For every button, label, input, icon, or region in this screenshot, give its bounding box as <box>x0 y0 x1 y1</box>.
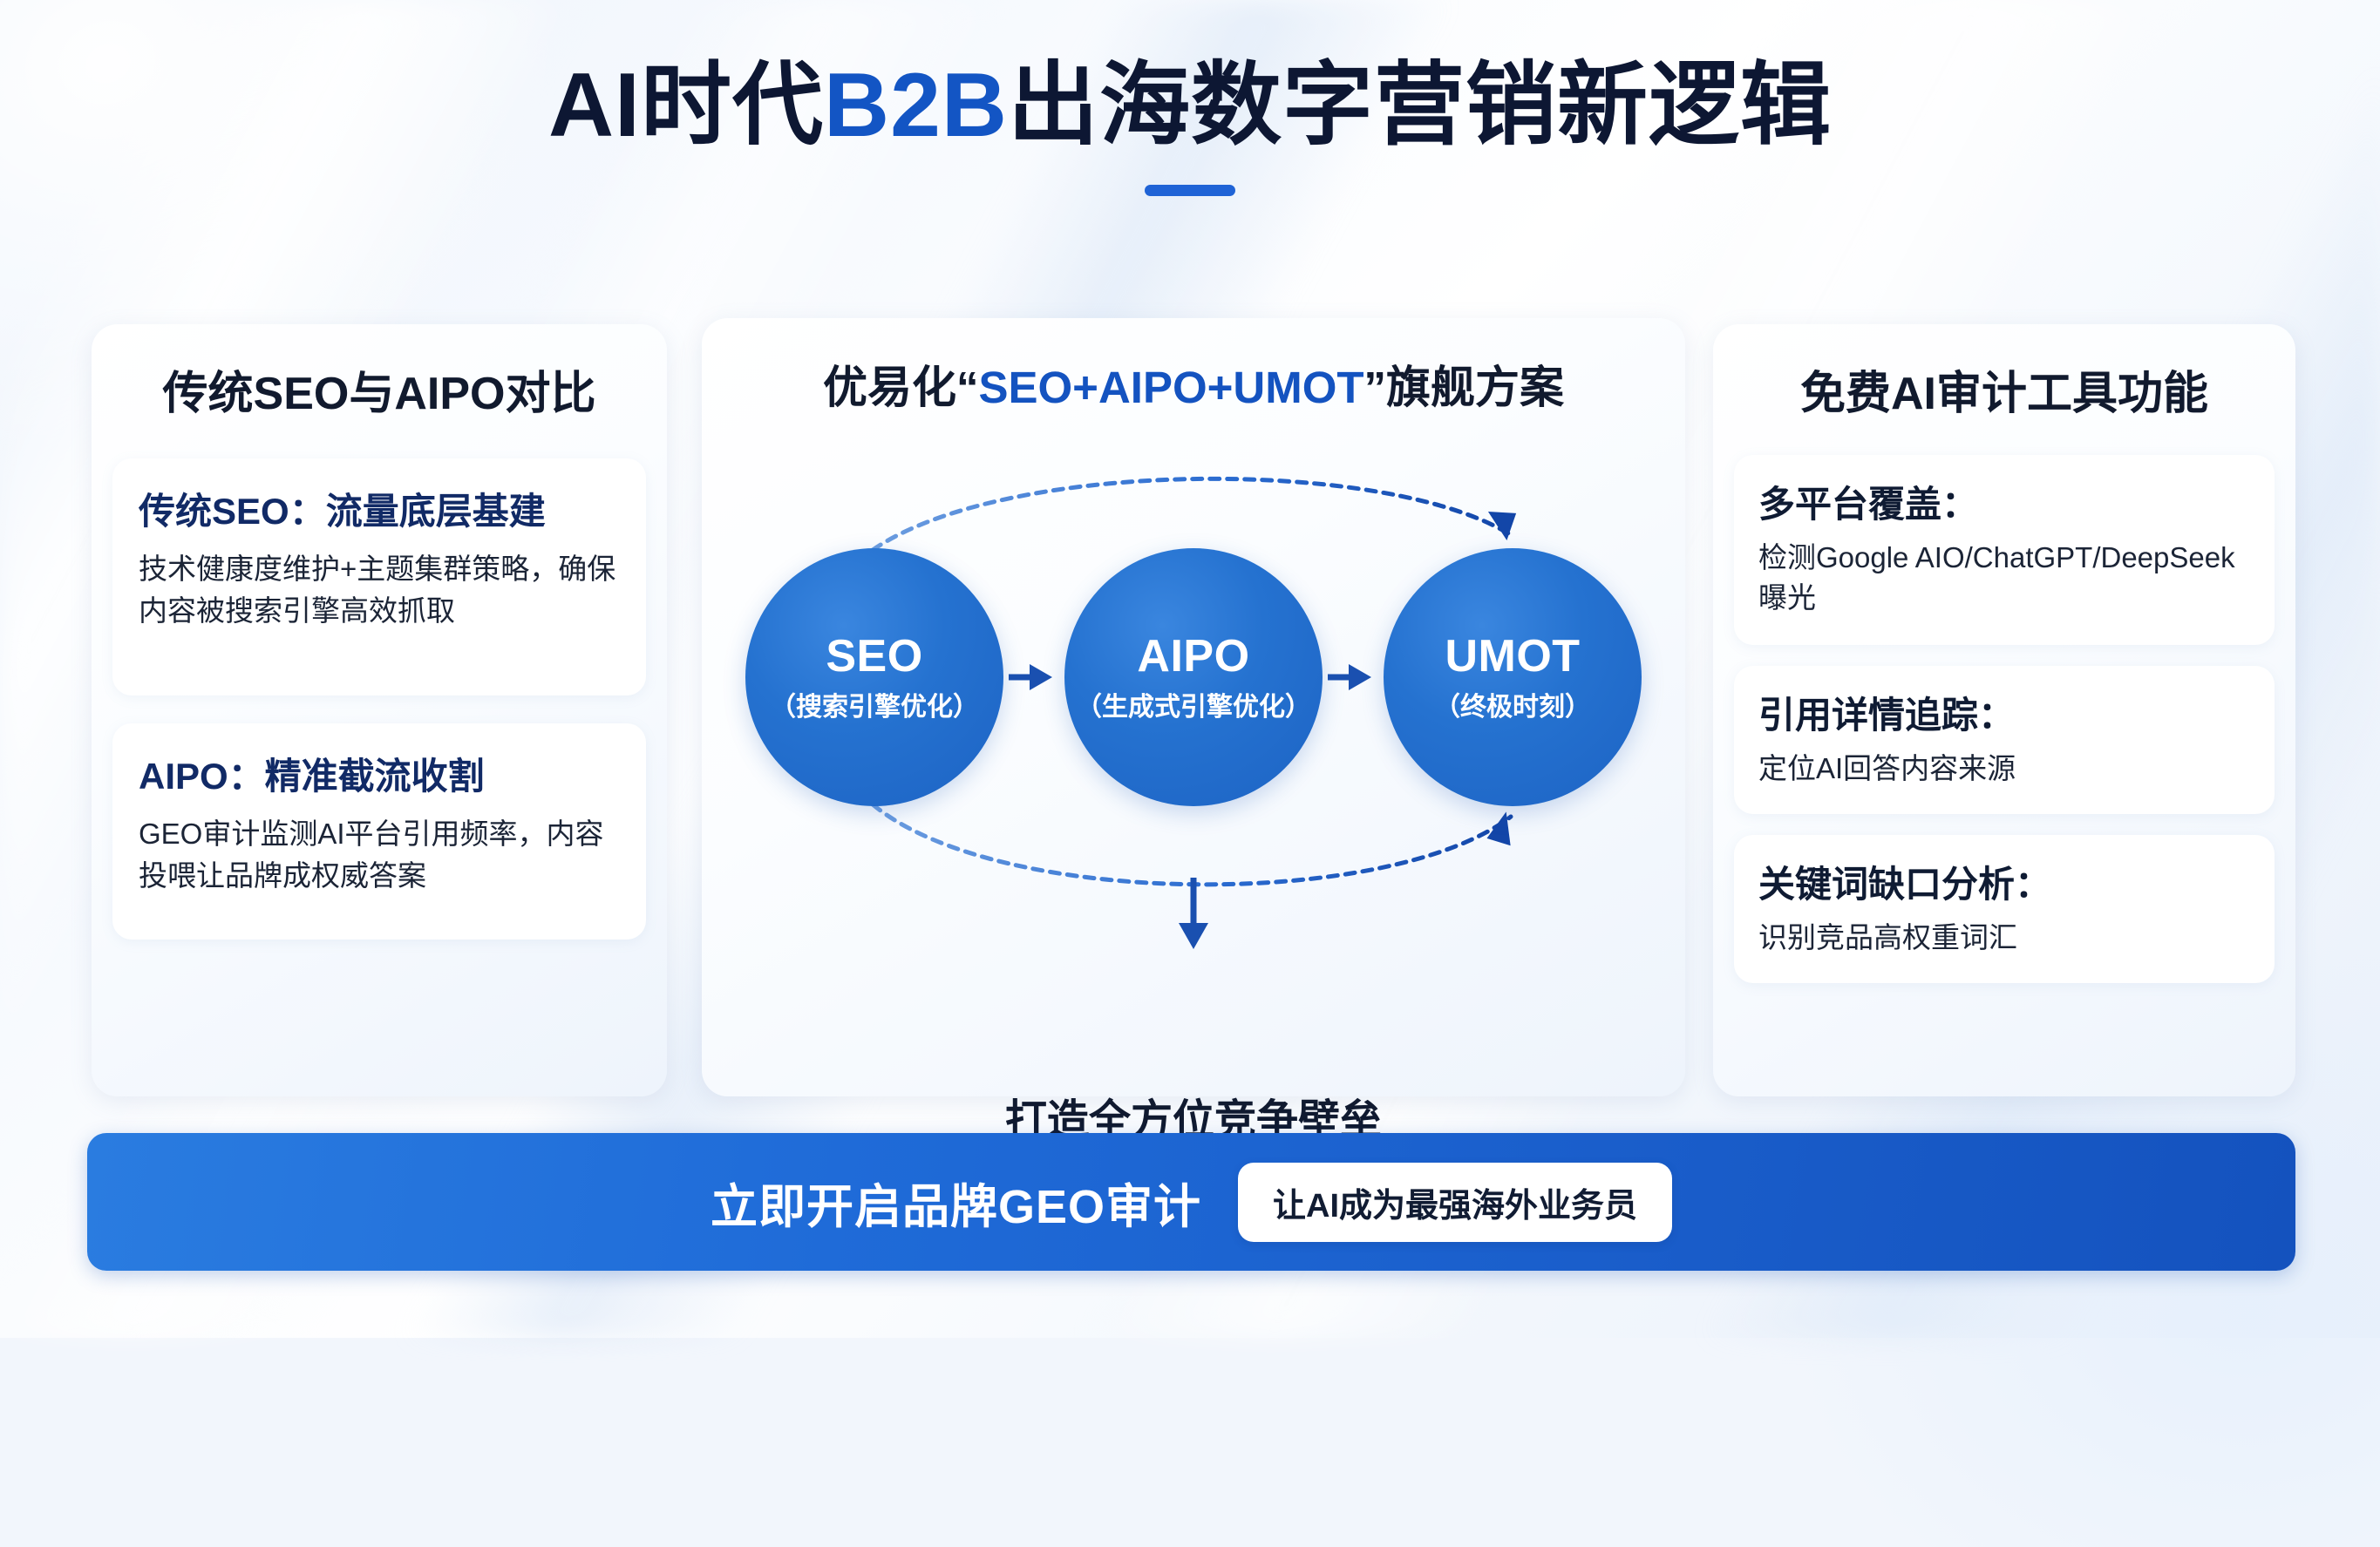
card-citation-tracking[interactable]: 引用详情追踪： 定位AI回答内容来源 <box>1734 666 2275 814</box>
dashed-arc-arrow-icon-top <box>870 476 1515 553</box>
diagram-node-seo-sub: （搜索引擎优化） <box>770 692 979 722</box>
card-citation-tracking-title: 引用详情追踪： <box>1758 695 2016 736</box>
diagram-node-seo[interactable]: SEO （搜索引擎优化） <box>745 548 1003 806</box>
dashed-arc-arrow-icon-bottom <box>870 802 1513 887</box>
panel-right-heading: 免费AI审计工具功能 <box>1799 369 2208 419</box>
cta-headline: 立即开启品牌GEO审计 <box>710 1180 1201 1233</box>
panel-flagship-solution: 优易化“SEO+AIPO+UMOT”旗舰方案 SEO <box>702 318 1685 1143</box>
diagram-node-aipo[interactable]: AIPO （生成式引擎优化） <box>1064 548 1323 806</box>
card-aipo-body: GEO审计监测AI平台引用频率，内容投喂让品牌成权威答案 <box>139 817 604 892</box>
page-title-after: 出海数字营销新逻辑 <box>1008 55 1833 156</box>
arrow-right-icon-seo-to-aipo <box>1009 664 1052 690</box>
cta-banner[interactable]: 立即开启品牌GEO审计 让AI成为最强海外业务员 <box>87 1133 2295 1271</box>
arc-bottom-arrowhead <box>1486 811 1511 846</box>
card-citation-tracking-body: 定位AI回答内容来源 <box>1758 751 2016 784</box>
diagram-node-umot-sub: （终极时刻） <box>1434 692 1591 722</box>
card-multi-platform-coverage-body: 检测Google AIO/ChatGPT/DeepSeek曝光 <box>1758 540 2235 614</box>
diagram-node-umot-name: UMOT <box>1445 630 1581 682</box>
title-underline-accent <box>1145 185 1235 197</box>
arrow-right-icon-aipo-to-umot <box>1328 664 1371 690</box>
diagram-node-seo-name: SEO <box>826 630 923 682</box>
page-title-highlight: B2B <box>823 55 1009 156</box>
seo-aipo-umot-diagram: SEO （搜索引擎优化） AIPO （生成式引擎优化） UMOT （终极时刻） <box>702 421 1685 979</box>
cta-pill-badge[interactable]: 让AI成为最强海外业务员 <box>1238 1162 1673 1242</box>
diagram-node-aipo-sub: （生成式引擎优化） <box>1076 692 1311 722</box>
panel-seo-vs-aipo: 传统SEO与AIPO对比 传统SEO：流量底层基建 技术健康度维护+主题集群策略… <box>92 324 667 1096</box>
card-aipo-title: AIPO：精准截流收割 <box>139 756 485 797</box>
panel-center-heading-before: 优易化“ <box>822 363 979 412</box>
card-multi-platform-coverage-title: 多平台覆盖： <box>1758 484 1979 525</box>
card-multi-platform-coverage[interactable]: 多平台覆盖： 检测Google AIO/ChatGPT/DeepSeek曝光 <box>1734 455 2275 645</box>
panel-center-heading-highlight: SEO+AIPO+UMOT <box>978 363 1364 412</box>
panel-free-ai-audit-features: 免费AI审计工具功能 多平台覆盖： 检测Google AIO/ChatGPT/D… <box>1713 324 2295 1096</box>
panel-left-heading: 传统SEO与AIPO对比 <box>162 369 596 419</box>
panel-center-heading: 优易化“SEO+AIPO+UMOT”旗舰方案 <box>702 318 1685 416</box>
card-keyword-gap-analysis[interactable]: 关键词缺口分析： 识别竞品高权重词汇 <box>1734 835 2275 983</box>
card-traditional-seo[interactable]: 传统SEO：流量底层基建 技术健康度维护+主题集群策略，确保内容被搜索引擎高效抓… <box>112 458 646 695</box>
card-traditional-seo-body: 技术健康度维护+主题集群策略，确保内容被搜索引擎高效抓取 <box>139 552 616 628</box>
arrow-down-icon <box>1179 878 1208 949</box>
diagram-node-umot[interactable]: UMOT （终极时刻） <box>1384 548 1642 806</box>
card-traditional-seo-title: 传统SEO：流量底层基建 <box>139 491 546 532</box>
page-title-before: AI时代 <box>547 55 824 156</box>
diagram-arcs <box>870 476 1517 949</box>
card-keyword-gap-analysis-title: 关键词缺口分析： <box>1758 864 2052 905</box>
title-block: AI时代B2B出海数字营销新逻辑 <box>0 56 2380 197</box>
diagram-node-aipo-name: AIPO <box>1137 630 1250 682</box>
panel-center-heading-after: ”旗舰方案 <box>1363 363 1565 412</box>
arc-top-arrowhead <box>1487 511 1517 541</box>
card-keyword-gap-analysis-body: 识别竞品高权重词汇 <box>1758 920 2017 953</box>
page-title: AI时代B2B出海数字营销新逻辑 <box>0 56 2380 155</box>
card-aipo[interactable]: AIPO：精准截流收割 GEO审计监测AI平台引用频率，内容投喂让品牌成权威答案 <box>112 723 646 940</box>
